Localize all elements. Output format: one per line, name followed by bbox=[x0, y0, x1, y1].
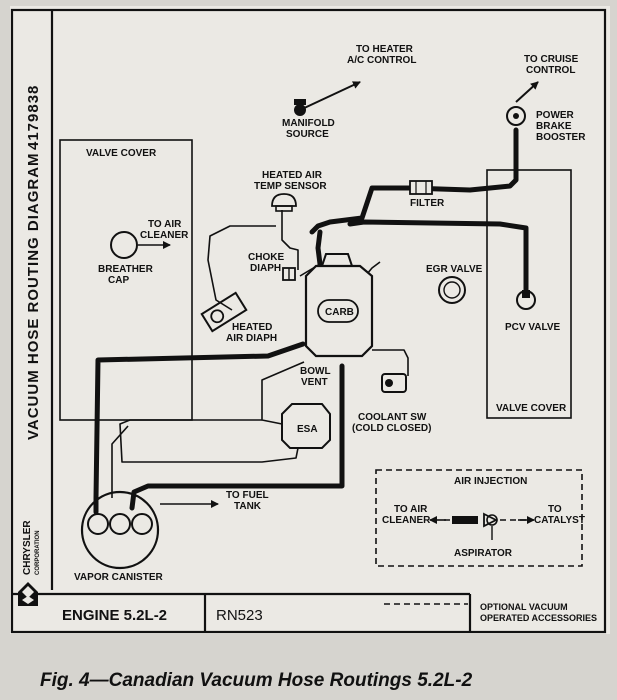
figure-caption: Fig. 4—Canadian Vacuum Hose Routings 5.2… bbox=[40, 670, 473, 691]
chrysler-logo: CHRYSLER CORPORATION bbox=[18, 520, 41, 606]
label-temp-sensor-2: TEMP SENSOR bbox=[254, 181, 327, 192]
label-to-catalyst-2: CATALYST bbox=[534, 515, 585, 526]
hose-coolant-sw bbox=[372, 349, 409, 376]
label-bowl-vent-2: VENT bbox=[301, 377, 328, 388]
label-coolant-sw-1: COOLANT SW bbox=[358, 412, 427, 423]
hose-carb-to-canister bbox=[93, 341, 306, 515]
label-carb: CARB bbox=[325, 307, 354, 318]
breather-cap-icon bbox=[110, 231, 138, 259]
label-vapor-canister: VAPOR CANISTER bbox=[74, 572, 163, 583]
label-aspirator: ASPIRATOR bbox=[454, 548, 513, 559]
label-to-air-cleaner-2: CLEANER bbox=[140, 230, 189, 241]
vapor-canister-icon bbox=[80, 490, 160, 570]
label-valve-cover-left: VALVE COVER bbox=[86, 148, 157, 159]
legend-line-1: OPTIONAL VACUUM bbox=[480, 602, 568, 612]
valve-cover-left bbox=[59, 139, 193, 421]
label-to-heater-2: A/C CONTROL bbox=[347, 55, 416, 66]
diagram-title: VACUUM HOSE ROUTING DIAGRAM bbox=[25, 152, 42, 440]
hose-temp-sensor bbox=[281, 210, 299, 270]
label-bowl-vent-1: BOWL bbox=[300, 366, 331, 377]
label-choke-2: DIAPH bbox=[250, 263, 281, 274]
code-label: RN523 bbox=[216, 607, 263, 624]
temp-sensor-icon bbox=[271, 193, 297, 212]
label-ai-air-cleaner-1: TO AIR bbox=[394, 504, 428, 515]
pcv-valve-icon bbox=[516, 290, 536, 310]
label-to-air-cleaner-1: TO AIR bbox=[148, 219, 182, 230]
label-power-brake-2: BRAKE bbox=[536, 121, 572, 132]
power-brake-booster-icon bbox=[506, 106, 526, 126]
label-coolant-sw-2: (COLD CLOSED) bbox=[352, 423, 431, 434]
label-manifold-1: MANIFOLD bbox=[282, 118, 335, 129]
label-heated-air-diaph-1: HEATED bbox=[232, 322, 272, 333]
vacuum-hoses bbox=[93, 127, 529, 515]
diagram-frame bbox=[10, 8, 607, 634]
esa-icon bbox=[281, 403, 331, 449]
label-egr-valve: EGR VALVE bbox=[426, 264, 483, 275]
label-ai-air-cleaner-2: CLEANER bbox=[382, 515, 431, 526]
label-breather-1: BREATHER bbox=[98, 264, 154, 275]
heated-air-diaph-icon bbox=[200, 291, 248, 333]
label-esa: ESA bbox=[297, 424, 318, 435]
air-injection-box bbox=[375, 469, 583, 567]
label-breather-2: CAP bbox=[108, 275, 129, 286]
engine-label: ENGINE 5.2L-2 bbox=[62, 607, 167, 624]
hose-esa-left bbox=[261, 361, 305, 425]
label-power-brake-1: POWER bbox=[536, 110, 575, 121]
label-heated-air-diaph-2: AIR DIAPH bbox=[226, 333, 277, 344]
label-to-cruise-1: TO CRUISE bbox=[524, 54, 579, 65]
label-choke-1: CHOKE bbox=[248, 252, 284, 263]
carburetor bbox=[304, 253, 374, 358]
part-number: 4179838 bbox=[25, 85, 42, 150]
manifold-source-fitting bbox=[294, 99, 306, 116]
arrow-to-heater bbox=[299, 81, 361, 111]
hose-heated-air-diaph bbox=[207, 225, 276, 311]
valve-cover-right bbox=[486, 169, 572, 419]
label-valve-cover-right: VALVE COVER bbox=[496, 403, 567, 414]
aspirator-icon bbox=[452, 512, 499, 540]
coolant-switch-icon bbox=[381, 373, 407, 393]
hose-canister-purge bbox=[111, 425, 129, 498]
arrow-to-cruise bbox=[515, 81, 539, 103]
carb-badge bbox=[317, 299, 359, 323]
hose-esa-loop bbox=[119, 419, 299, 463]
label-to-heater-1: TO HEATER bbox=[356, 44, 414, 55]
hose-pcv bbox=[347, 219, 529, 293]
brand-name: CHRYSLER bbox=[22, 520, 33, 575]
label-to-cruise-2: CONTROL bbox=[526, 65, 575, 76]
hose-carb-to-booster bbox=[309, 127, 519, 235]
hose-manifold bbox=[315, 229, 323, 267]
egr-valve-icon bbox=[438, 276, 466, 304]
label-to-fuel-tank-2: TANK bbox=[234, 501, 262, 512]
label-power-brake-3: BOOSTER bbox=[536, 132, 586, 143]
label-temp-sensor-1: HEATED AIR bbox=[262, 170, 323, 181]
label-to-catalyst-1: TO bbox=[548, 504, 562, 515]
label-air-injection: AIR INJECTION bbox=[454, 476, 527, 487]
pentastar-icon bbox=[18, 582, 38, 606]
label-pcv-valve: PCV VALVE bbox=[505, 322, 561, 333]
label-to-fuel-tank-1: TO FUEL bbox=[226, 490, 269, 501]
brand-sub: CORPORATION bbox=[35, 530, 41, 575]
label-manifold-2: SOURCE bbox=[286, 129, 329, 140]
filter-icon bbox=[409, 180, 433, 195]
hose-bowl-vent bbox=[129, 363, 345, 511]
legend-line-2: OPERATED ACCESSORIES bbox=[480, 613, 597, 623]
label-filter: FILTER bbox=[410, 198, 445, 209]
choke-diaph-icon bbox=[282, 267, 296, 281]
